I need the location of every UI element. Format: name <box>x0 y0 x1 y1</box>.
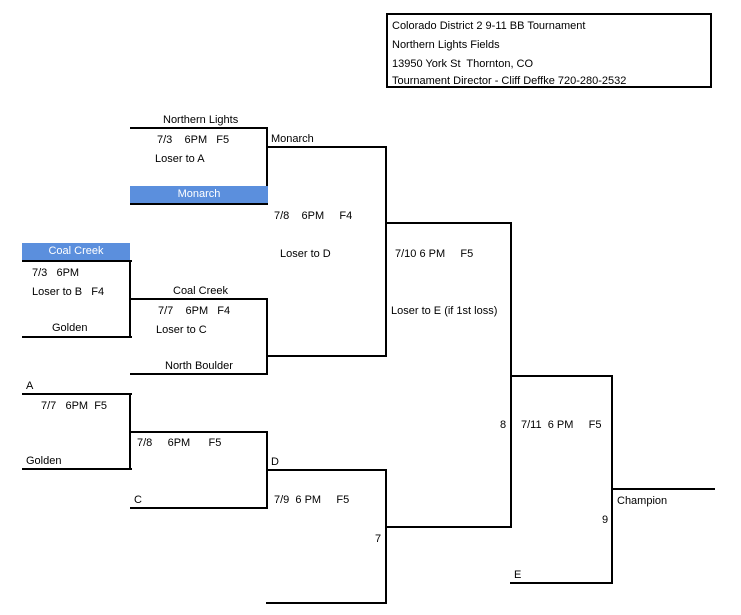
slot-c: C <box>134 494 142 506</box>
game-c-schedule: 7/7 6PM F4 <box>158 305 231 317</box>
bracket-line <box>266 127 268 205</box>
game-g-schedule: 7/8 6PM F5 <box>137 437 222 449</box>
bracket-line <box>130 203 268 205</box>
game-d-loser-note: Loser to D <box>280 248 331 260</box>
bracket-line <box>385 222 512 224</box>
bracket-line <box>266 146 387 148</box>
champion-line <box>611 488 715 490</box>
slot-a: A <box>26 380 34 392</box>
game-d-schedule: 7/8 6PM F4 <box>274 210 353 222</box>
tournament-title: Colorado District 2 9-11 BB Tournament <box>392 20 586 32</box>
game-e-loser-note: Loser to E (if 1st loss) <box>391 305 498 317</box>
bracket-line <box>510 375 613 377</box>
slot-d: D <box>271 456 279 468</box>
team-monarch: Monarch <box>271 133 314 145</box>
bracket-line <box>385 526 512 528</box>
venue-address: 13950 York St Thornton, CO <box>392 58 534 70</box>
bracket-line <box>266 602 387 604</box>
bracket-line <box>266 355 387 357</box>
tournament-info-box <box>386 13 712 88</box>
bracket-line <box>130 373 268 375</box>
team-northern-lights: Northern Lights <box>163 114 239 126</box>
bracket-line <box>611 375 613 584</box>
game-h-schedule: 7/9 6 PM F5 <box>274 494 350 506</box>
game-a-loser-note: Loser to B F4 <box>32 286 105 298</box>
team-coal-creek: Coal Creek <box>173 285 229 297</box>
team-golden: Golden <box>52 322 88 334</box>
bracket-line <box>130 298 268 300</box>
team-monarch-highlight: Monarch <box>130 186 268 203</box>
slot-e: E <box>514 569 522 581</box>
bracket-line <box>22 260 132 262</box>
champion-label: Champion <box>617 495 668 507</box>
game-f-schedule: 7/7 6PM F5 <box>41 400 108 412</box>
game-number-9: 9 <box>602 514 609 526</box>
bracket-line <box>130 127 268 129</box>
game-e-schedule: 7/10 6 PM F5 <box>395 248 474 260</box>
tournament-director: Tournament Director - Cliff Deffke 720-2… <box>392 75 627 87</box>
team-coal-creek-highlight: Coal Creek <box>22 243 130 260</box>
bracket-line <box>22 468 132 470</box>
game-a-schedule: 7/3 6PM <box>32 267 80 279</box>
game-b-schedule: 7/3 6PM F5 <box>157 134 230 146</box>
bracket-line <box>510 582 613 584</box>
bracket-line <box>266 469 387 471</box>
team-north-boulder: North Boulder <box>165 360 233 372</box>
game-i-schedule: 7/11 6 PM F5 <box>521 419 602 431</box>
venue-name: Northern Lights Fields <box>392 39 500 51</box>
game-c-loser-note: Loser to C <box>156 324 207 336</box>
bracket-line <box>129 431 268 433</box>
game-b-loser-note: Loser to A <box>155 153 205 165</box>
bracket-line <box>22 336 132 338</box>
bracket-line <box>130 507 268 509</box>
team-golden-lower: Golden <box>26 455 62 467</box>
bracket-line <box>22 393 132 395</box>
bracket-line <box>385 146 387 357</box>
game-number-7: 7 <box>375 533 382 545</box>
bracket-line <box>385 469 387 604</box>
game-number-8: 8 <box>500 419 507 431</box>
bracket-line <box>266 298 268 375</box>
